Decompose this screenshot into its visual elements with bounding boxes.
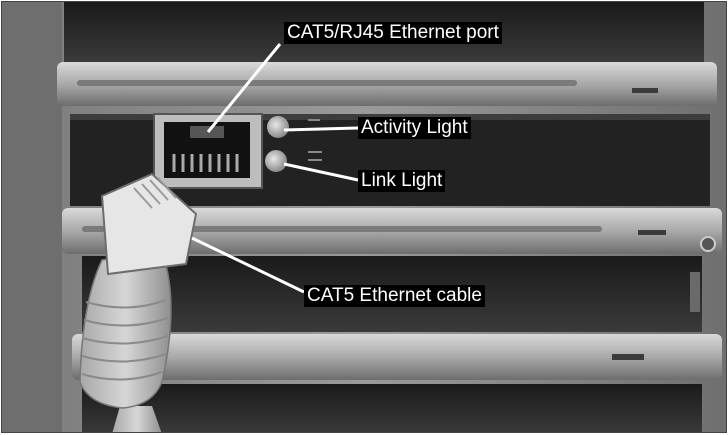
rj45-port-contacts [172, 154, 239, 172]
rail-2-groove [82, 226, 602, 232]
link-pointer-line [283, 162, 359, 182]
activity-light-annotation-label: Activity Light [358, 117, 471, 139]
pointer-lines [191, 43, 359, 294]
bottom-slot [82, 384, 702, 432]
rj45-plug-connector [100, 172, 198, 276]
link-light-annotation-label: Link Light [358, 170, 446, 192]
ethernet-cable-jacket [112, 406, 162, 432]
lower-slot-clip [690, 272, 700, 312]
ethernet-cable-boot [79, 251, 172, 409]
screw-icon [700, 236, 716, 252]
port-pointer-line [206, 43, 282, 133]
cable-pointer-line [191, 236, 305, 294]
activity-led [267, 116, 289, 138]
slot-cover-rail-3 [72, 334, 722, 380]
led-marking-lines [308, 119, 322, 161]
activity-pointer-line [283, 126, 359, 132]
rail-2-notch [638, 230, 666, 235]
rail-3-notch [612, 354, 644, 360]
case-left-edge [2, 2, 62, 432]
cable-boot-ribs [81, 299, 169, 381]
rj45-latch-slot [190, 126, 224, 138]
rail-1-notch [632, 88, 658, 93]
rj45-plug-contacts [133, 177, 177, 209]
cable-annotation-label: CAT5 Ethernet cable [304, 285, 485, 307]
port-annotation-label: CAT5/RJ45 Ethernet port [284, 22, 502, 44]
rail-1-groove [77, 80, 577, 86]
link-led [265, 150, 287, 172]
